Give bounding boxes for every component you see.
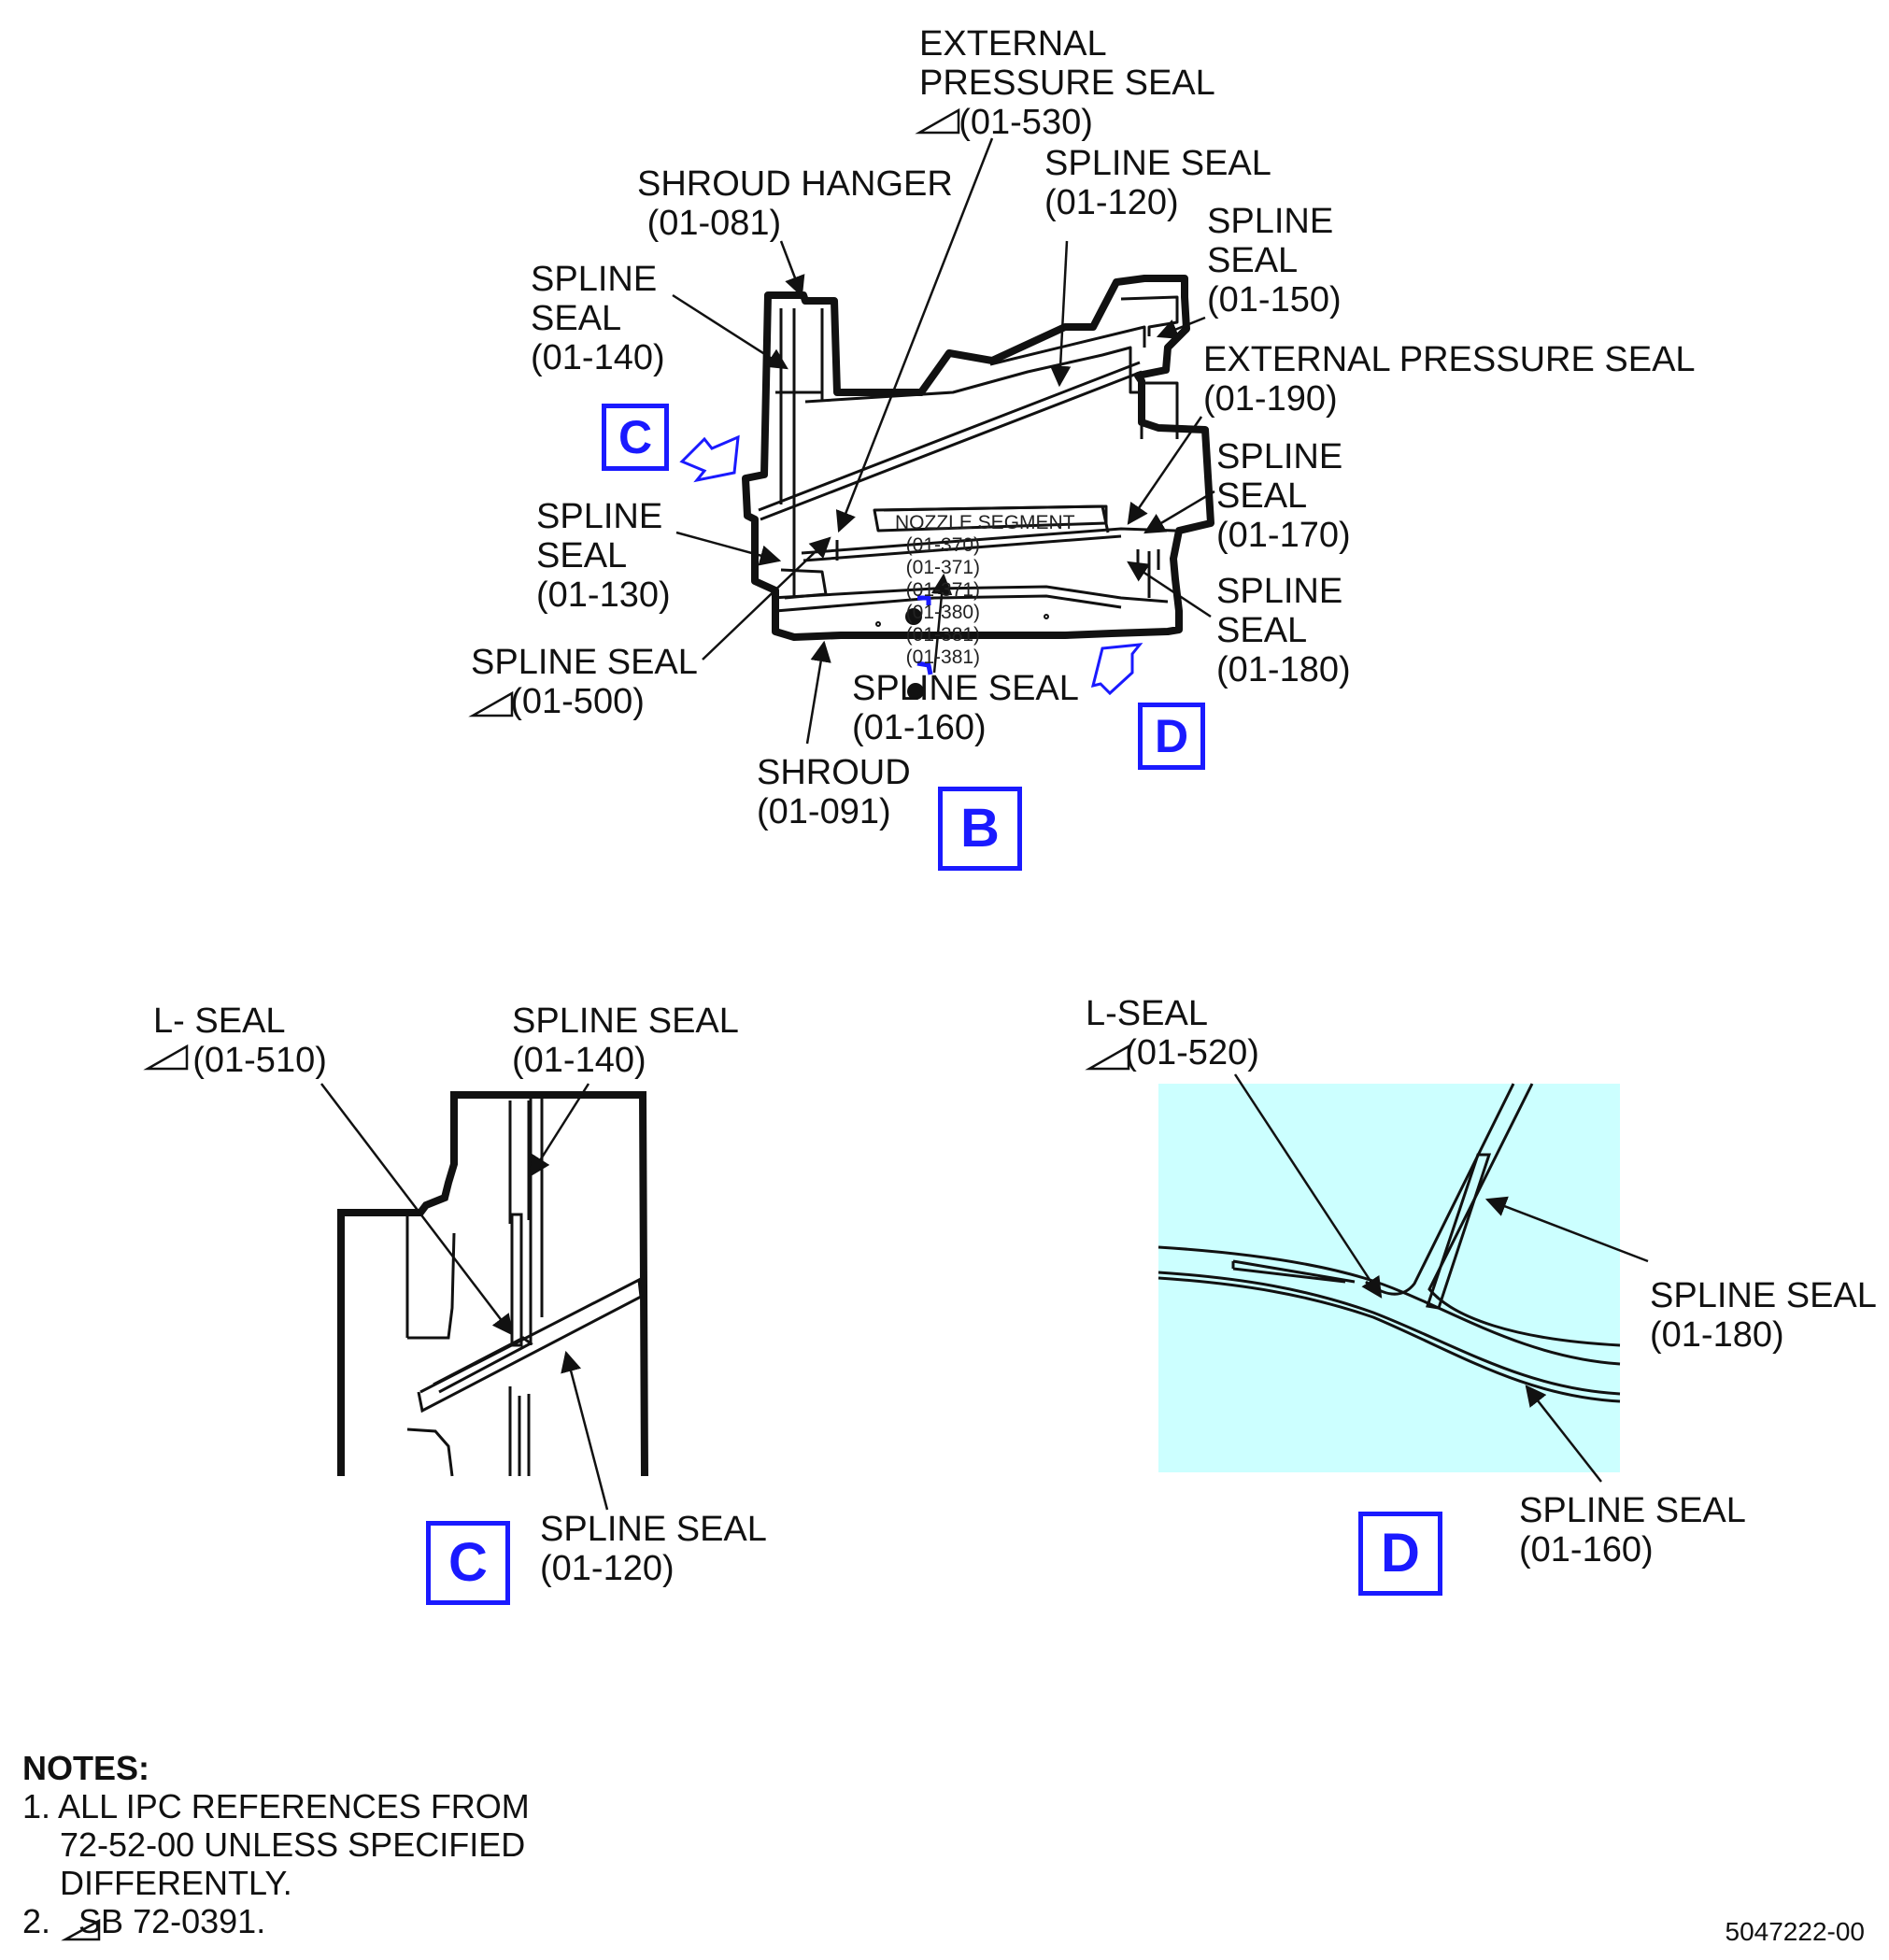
- nozzle-segment-box: [873, 504, 1108, 533]
- label-spline-seal-140-top: SPLINE SEAL (01-140): [531, 260, 665, 377]
- label-spline-seal-150: SPLINE SEAL (01-150): [1207, 202, 1342, 320]
- label-spline-seal-120-c: SPLINE SEAL (01-120): [540, 1510, 767, 1588]
- label-shroud: SHROUD (01-091): [757, 753, 911, 831]
- shroud-hanger-outline: [742, 275, 1214, 641]
- label-nozzle-segment: NOZZLE SEGMENT (01-370) (01-371) (01-371…: [895, 512, 1075, 668]
- label-external-pressure-seal-190: EXTERNAL PRESSURE SEAL (01-190): [1203, 340, 1696, 419]
- label-external-pressure-seal-530: EXTERNAL PRESSURE SEAL (01-530): [919, 24, 1215, 142]
- view-c-arrow-icon: [679, 434, 740, 483]
- label-spline-seal-160-top: SPLINE SEAL (01-160): [852, 669, 1079, 747]
- label-spline-seal-170: SPLINE SEAL (01-170): [1216, 437, 1351, 555]
- label-spline-seal-120-top: SPLINE SEAL (01-120): [1044, 144, 1271, 222]
- note-1-line-1: 1. ALL IPC REFERENCES FROM: [22, 1787, 530, 1825]
- view-c-marker: C: [602, 404, 669, 471]
- detail-d-marker: D: [1358, 1512, 1442, 1596]
- view-b-marker: B: [938, 787, 1022, 871]
- note-2-prefix: 2.: [22, 1902, 61, 1940]
- label-shroud-hanger: SHROUD HANGER (01-081): [637, 164, 953, 243]
- main-leader-lines: [672, 137, 1215, 745]
- label-spline-seal-180-top: SPLINE SEAL (01-180): [1216, 572, 1351, 689]
- drawing-number: 5047222-00: [1725, 1917, 1865, 1946]
- sb-marks: [61, 107, 1130, 1941]
- label-spline-seal-130: SPLINE SEAL (01-130): [536, 497, 671, 615]
- notes-title: NOTES:: [22, 1749, 150, 1787]
- label-spline-seal-180-d: SPLINE SEAL (01-180): [1650, 1276, 1877, 1355]
- label-spline-seal-160-d: SPLINE SEAL (01-160): [1519, 1491, 1746, 1569]
- notes-block: NOTES: 1. ALL IPC REFERENCES FROM 72-52-…: [22, 1749, 530, 1940]
- label-l-seal-510: L- SEAL (01-510): [153, 1001, 327, 1080]
- label-spline-seal-500: SPLINE SEAL (01-500): [471, 643, 698, 721]
- label-spline-seal-140-c: SPLINE SEAL (01-140): [512, 1001, 739, 1080]
- detail-c-marker: C: [426, 1521, 510, 1605]
- note-1-line-2: 72-52-00 UNLESS SPECIFIED: [22, 1825, 526, 1864]
- spline-seal-120-strip: [758, 361, 1143, 521]
- note-1-line-3: DIFFERENTLY.: [22, 1864, 292, 1902]
- note-2: SB 72-0391.: [78, 1902, 266, 1940]
- detail-c-view: [337, 1091, 648, 1477]
- view-d-marker: D: [1138, 703, 1205, 770]
- view-d-arrow-icon: [1090, 643, 1143, 696]
- label-l-seal-520: L-SEAL (01-520): [1086, 994, 1259, 1072]
